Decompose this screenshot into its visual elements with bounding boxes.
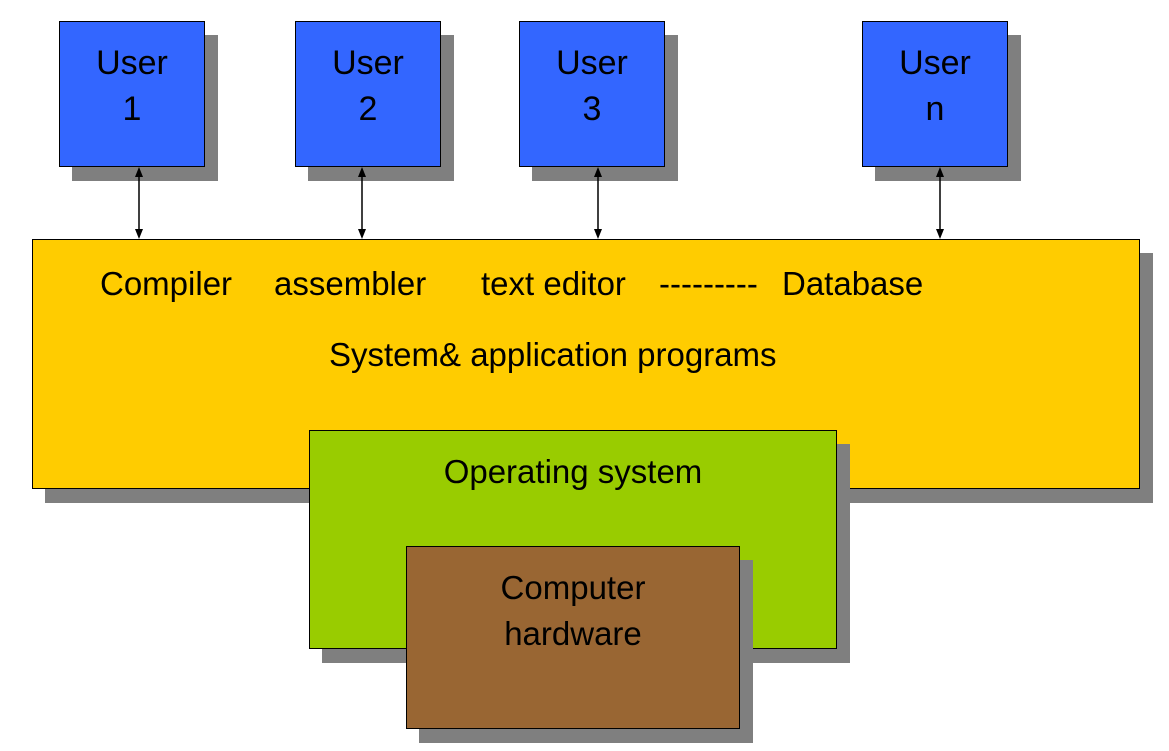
user-2-number: 2 xyxy=(358,90,378,128)
user-3-box: User 3 xyxy=(519,21,665,167)
user-n-connector-arrow xyxy=(936,167,944,239)
operating-system-caption: Operating system xyxy=(443,453,703,490)
hardware-caption-line-2: hardware xyxy=(504,615,642,652)
user-n-label: User xyxy=(899,44,971,82)
user-n-number: n xyxy=(925,90,945,128)
user-1-box: User 1 xyxy=(59,21,205,167)
hardware-caption-line-1: Computer xyxy=(500,569,646,606)
ellipsis-dashes: --------- xyxy=(659,265,758,302)
assembler-label: assembler xyxy=(274,265,427,302)
user-2-label: User xyxy=(332,44,404,82)
user-3-connector-arrow xyxy=(594,167,602,239)
user-n-box: User n xyxy=(862,21,1008,167)
user-1-connector-arrow xyxy=(135,167,143,239)
compiler-label: Compiler xyxy=(100,265,233,302)
computer-hardware-layer: Computer hardware xyxy=(406,546,740,729)
user-1-label: User xyxy=(96,44,168,82)
text-editor-label: text editor xyxy=(481,265,626,302)
user-1-number: 1 xyxy=(122,90,142,128)
user-2-box: User 2 xyxy=(295,21,441,167)
user-3-label: User xyxy=(556,44,628,82)
user-2-connector-arrow xyxy=(358,167,366,239)
user-3-number: 3 xyxy=(582,90,602,128)
database-label: Database xyxy=(782,265,924,302)
application-layer-caption: System& application programs xyxy=(329,336,777,373)
